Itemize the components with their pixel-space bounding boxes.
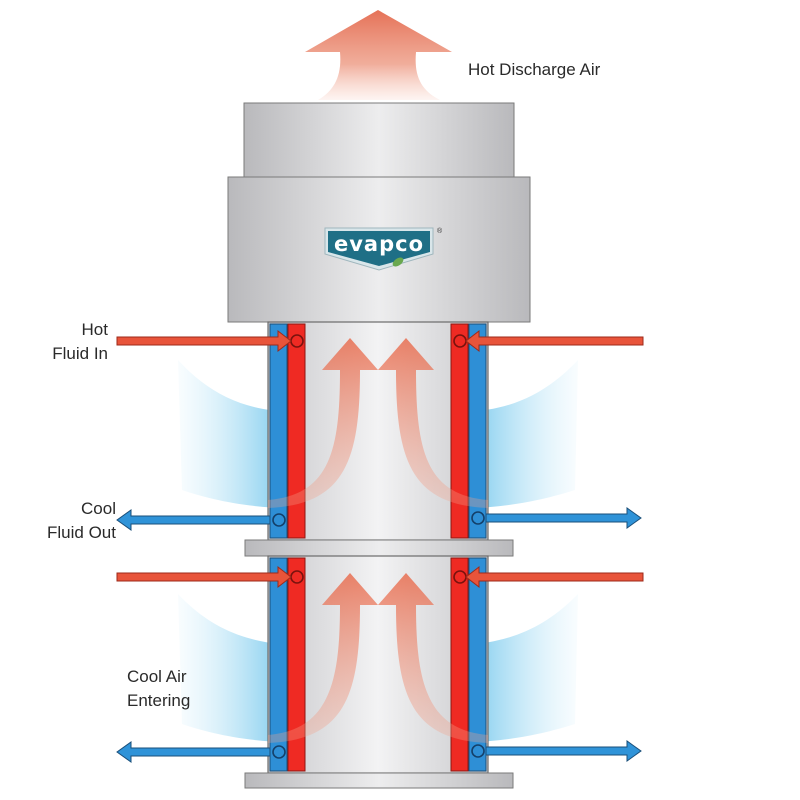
cool-fluid-out-arrow-icon: [116, 741, 271, 763]
base-plate: [244, 772, 514, 789]
cool-air-left-upper: [178, 360, 290, 508]
coil-right-upper-blue: [468, 323, 487, 539]
coil-right-lower-blue: [468, 557, 487, 772]
cool-air-entering-line1: Cool Air: [127, 667, 187, 686]
leaf-icon: [392, 257, 404, 267]
cool-air-left-lower: [178, 594, 290, 742]
coil-left-upper-red: [287, 323, 306, 539]
fan-stack: [243, 102, 515, 178]
cool-fluid-out-arrow-icon: [485, 740, 642, 762]
hot-fluid-in-label: Hot Fluid In: [46, 318, 108, 366]
curved-air-arrow-icon: [268, 338, 378, 508]
curved-air-arrow-icon: [268, 573, 378, 743]
cool-fluid-out-arrow-icon: [485, 507, 642, 529]
hot-fluid-in-arrow-icon: [116, 329, 292, 353]
hot-fluid-in-arrow-icon: [465, 329, 644, 353]
hot-fluid-in-line2: Fluid In: [52, 344, 108, 363]
cool-fluid-out-label: Cool Fluid Out: [20, 497, 116, 545]
coil-right-lower-red: [450, 557, 469, 772]
cool-fluid-out-line2: Fluid Out: [47, 523, 116, 542]
logo-registered-mark: ®: [437, 227, 443, 235]
outlet-connection: [272, 745, 286, 759]
cool-air-entering-line2: Entering: [127, 691, 191, 710]
hot-discharge-air-label: Hot Discharge Air: [468, 60, 601, 79]
cool-air-right-upper: [465, 360, 578, 508]
logo-text: evapco: [334, 232, 424, 256]
coil-left-lower-blue: [269, 557, 288, 772]
cool-fluid-out-arrow-icon: [116, 509, 271, 531]
discharge-arrow-icon: [305, 10, 452, 100]
cool-air-entering-label: Cool Air Entering: [127, 665, 190, 713]
coil-left-upper-blue: [269, 323, 288, 539]
outlet-connection: [471, 511, 485, 525]
cool-air-right-lower: [465, 594, 578, 742]
coil-left-lower-red: [287, 557, 306, 772]
middle-plate: [244, 539, 514, 557]
hot-fluid-in-arrow-icon: [465, 565, 644, 589]
outlet-connection: [471, 744, 485, 758]
evapco-logo: evapco ®: [324, 227, 443, 271]
curved-air-arrow-icon: [378, 338, 488, 508]
curved-air-arrow-icon: [378, 573, 488, 743]
cool-fluid-out-line1: Cool: [81, 499, 116, 518]
hot-fluid-in-arrow-icon: [116, 565, 292, 589]
coil-right-upper-red: [450, 323, 469, 539]
outlet-connection: [272, 513, 286, 527]
hot-fluid-in-line1: Hot: [81, 320, 108, 339]
